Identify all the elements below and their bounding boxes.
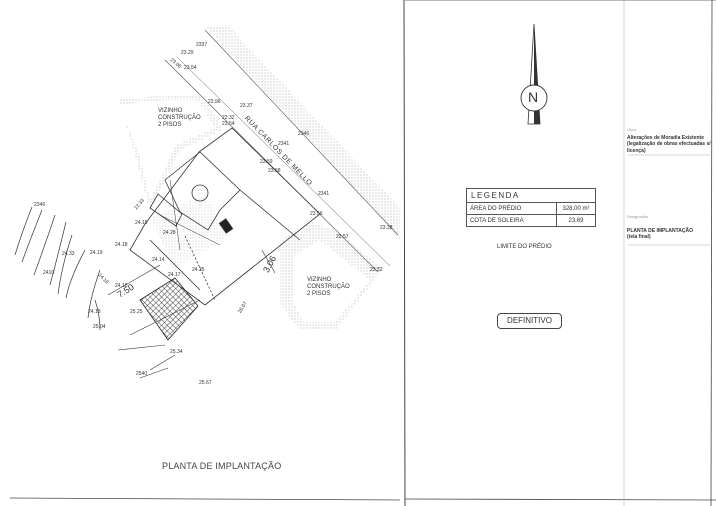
object-text: Alterações de Moradia Existente (legaliz… bbox=[627, 135, 711, 154]
legend-row: ÁREA DO PRÉDIO 328.00 m² bbox=[467, 203, 595, 215]
legend-row-value: 328.00 m² bbox=[562, 205, 590, 212]
elevation-label: 2337 bbox=[196, 42, 208, 48]
neighbour-top-label: VIZINHO CONSTRUÇÃO 2 PISOS bbox=[158, 108, 201, 128]
design-text: PLANTA DE IMPLANTAÇÃO (tela final) bbox=[627, 228, 694, 241]
elevation-label: 24.25 bbox=[192, 267, 205, 273]
elevation-label: 23.56 bbox=[310, 211, 323, 217]
elevation-label: 23.54 bbox=[184, 65, 197, 71]
neighbour-right-label: VIZINHO CONSTRUÇÃO 2 PISOS bbox=[307, 277, 350, 297]
elevation-label: 2346 bbox=[298, 131, 310, 137]
elevation-label: 23.28 bbox=[380, 225, 393, 231]
elevation-label: 25.04 bbox=[93, 324, 106, 330]
elevation-label: 24.18 bbox=[88, 309, 101, 315]
elevation-label: 25.34 bbox=[170, 349, 183, 355]
elevation-label: 23.52 bbox=[370, 267, 383, 273]
legend-boundary-label: LIMITE DO PRÉDIO bbox=[497, 244, 552, 250]
elevation-label: 2341 bbox=[318, 191, 330, 197]
legend-title: LEGENDA bbox=[467, 189, 595, 203]
sheet-frame bbox=[9, 0, 716, 506]
legend-row-label: ÁREA DO PRÉDIO bbox=[467, 203, 557, 214]
elevation-label: 25.25 bbox=[130, 309, 143, 315]
elevation-label: 24.18 bbox=[115, 283, 128, 289]
elevation-label: 24.19 bbox=[90, 250, 103, 256]
elevation-label: 24.17 bbox=[168, 272, 181, 278]
elevation-label: 23.37 bbox=[240, 103, 253, 109]
elevation-label: 24.33 bbox=[62, 251, 75, 257]
neighbour-zones bbox=[118, 95, 382, 330]
elevation-label: 2540 bbox=[136, 371, 148, 377]
elevation-label: 2410 bbox=[43, 270, 55, 276]
legend-table: LEGENDA ÁREA DO PRÉDIO 328.00 m² COTA DE… bbox=[466, 188, 596, 227]
elevation-label: 23.29 bbox=[181, 50, 194, 56]
design-caption: Designação bbox=[627, 214, 649, 219]
elevation-label: 24.19 bbox=[135, 220, 148, 226]
hatched-area bbox=[139, 277, 199, 341]
elevation-label: 23.58 bbox=[268, 168, 281, 174]
elevation-label: 23.54 bbox=[222, 121, 235, 127]
object-caption: Obra bbox=[627, 127, 636, 132]
legend-row: COTA DE SOLEIRA 23.69 bbox=[467, 215, 595, 226]
elevation-label: 23.57 bbox=[336, 234, 349, 240]
elevation-label: 24.14 bbox=[152, 257, 165, 263]
sheet-title: PLANTA DE IMPLANTAÇÃO bbox=[162, 461, 282, 471]
elevation-label: 24.18 bbox=[115, 242, 128, 248]
contour-lines bbox=[14, 206, 101, 331]
elevation-label: 23.59 bbox=[260, 159, 273, 165]
elevation-label: 22.32 bbox=[222, 115, 235, 121]
title-block-lines bbox=[623, 0, 710, 506]
elevation-label: 22.96 bbox=[208, 99, 221, 105]
elevation-label: 2341 bbox=[278, 141, 290, 147]
legend-row-label: COTA DE SOLEIRA bbox=[467, 215, 557, 226]
site-boundary bbox=[129, 127, 321, 306]
north-letter: N bbox=[528, 89, 539, 105]
legend-row-value: 23.69 bbox=[568, 217, 584, 224]
elevation-label: 25.67 bbox=[199, 380, 212, 386]
elevation-label: 2346 bbox=[34, 202, 46, 208]
definitive-stamp: DEFINITIVO bbox=[497, 313, 562, 329]
elevation-label: 24.28 bbox=[163, 230, 176, 236]
dimension-lines bbox=[107, 249, 276, 379]
north-arrow bbox=[520, 23, 548, 125]
